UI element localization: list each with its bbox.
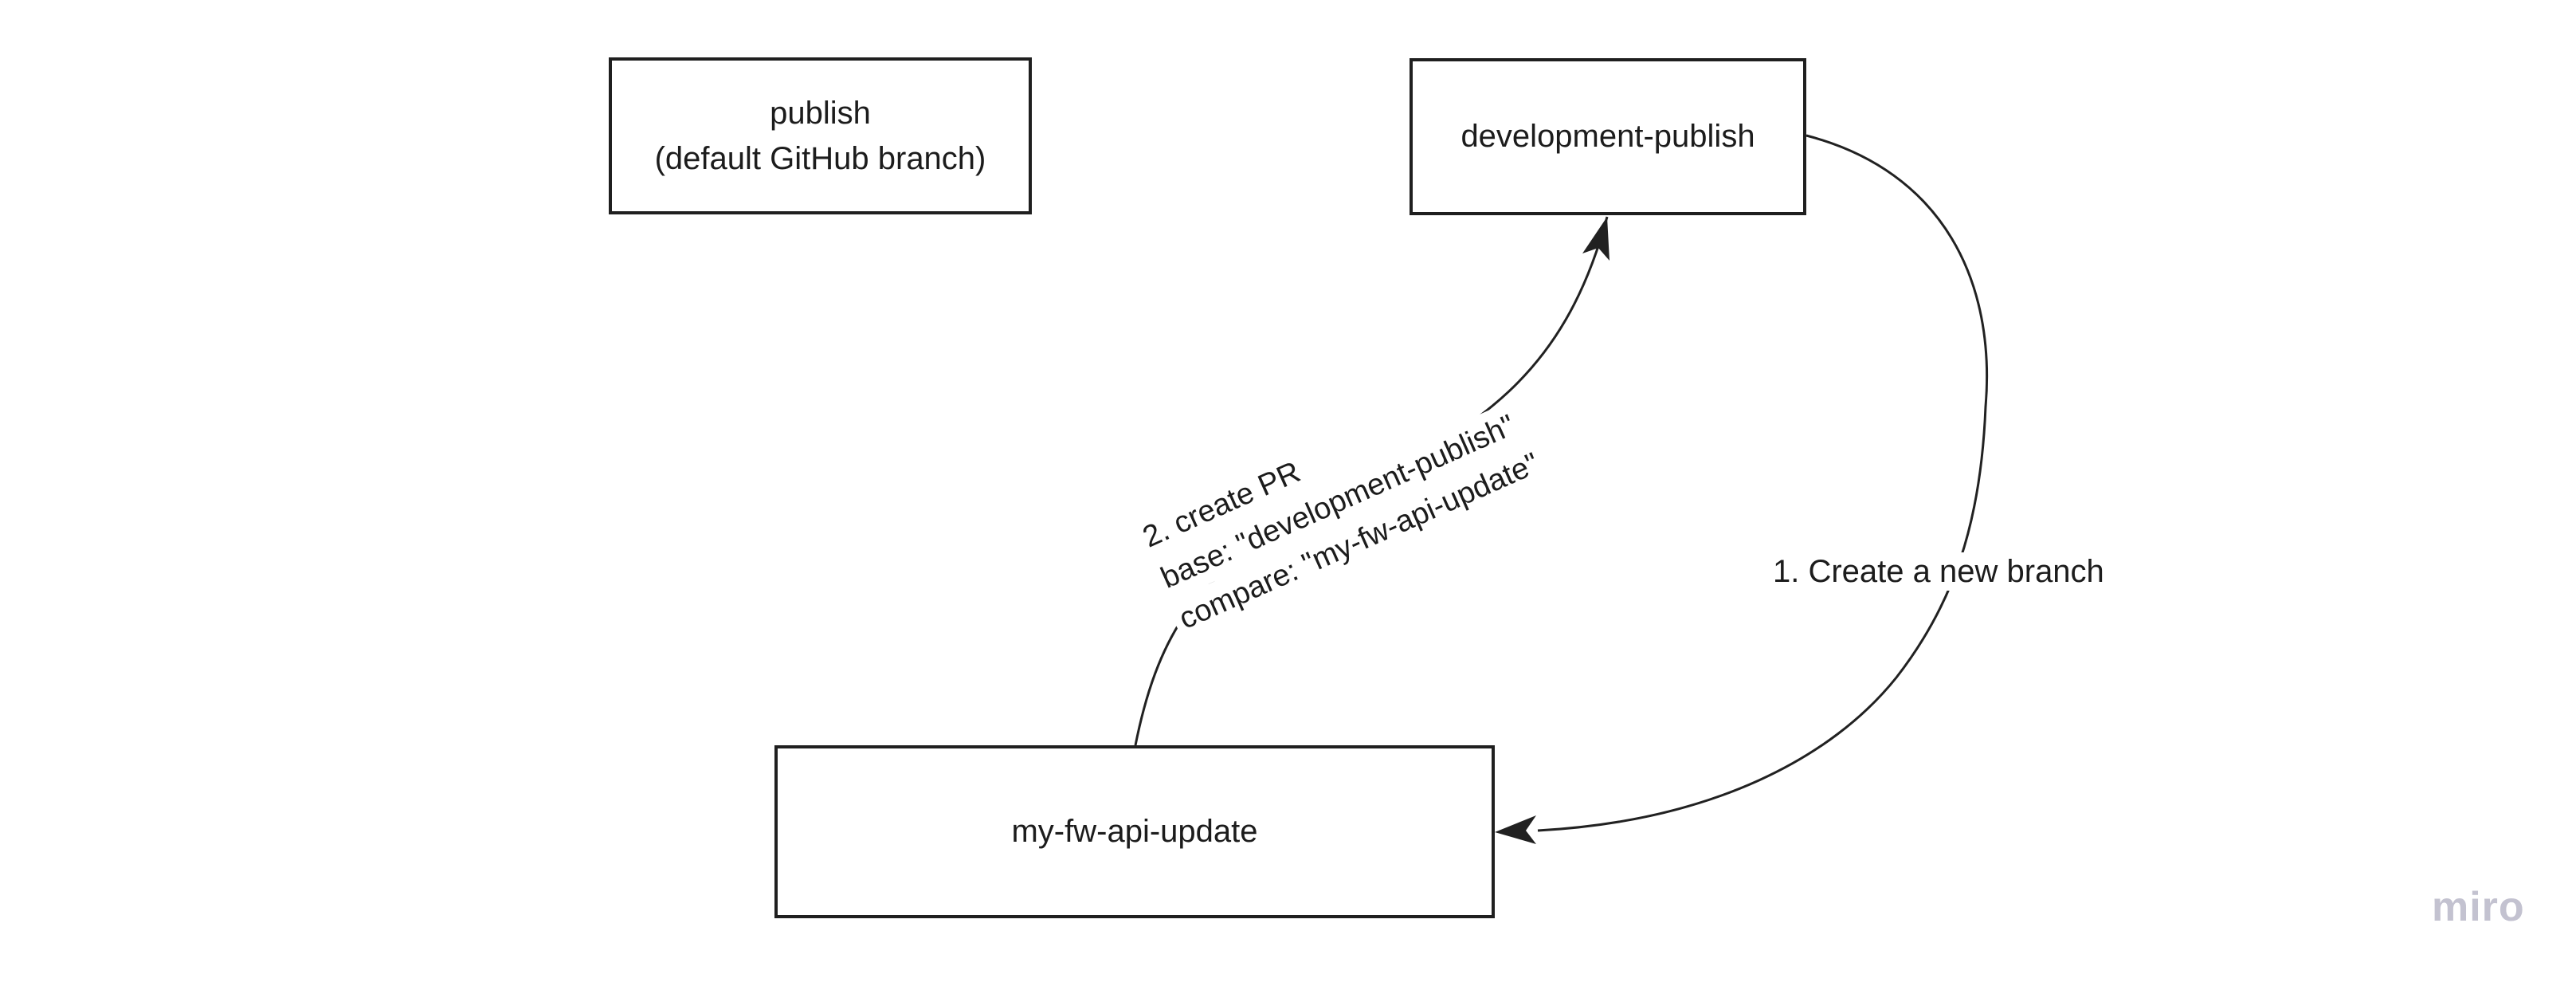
shape-development-publish[interactable]: development-publish [1410,58,1806,215]
shape-development-publish-label: development-publish [1461,119,1755,154]
shape-my-fw-api-update[interactable]: my-fw-api-update [774,745,1495,918]
edge-label-create-branch[interactable]: 1. Create a new branch [1763,552,2114,591]
shape-publish[interactable]: publish (default GitHub branch) [609,57,1032,214]
miro-watermark: miro [2432,884,2525,930]
shape-publish-label-line1: publish [770,95,871,131]
shape-publish-label-line2: (default GitHub branch) [654,140,986,176]
arrowhead-left-icon [1495,815,1536,844]
connector-create-branch[interactable] [1495,134,1989,844]
shape-my-fw-api-update-label: my-fw-api-update [1011,814,1258,849]
arrowhead-up-icon [1582,217,1610,261]
